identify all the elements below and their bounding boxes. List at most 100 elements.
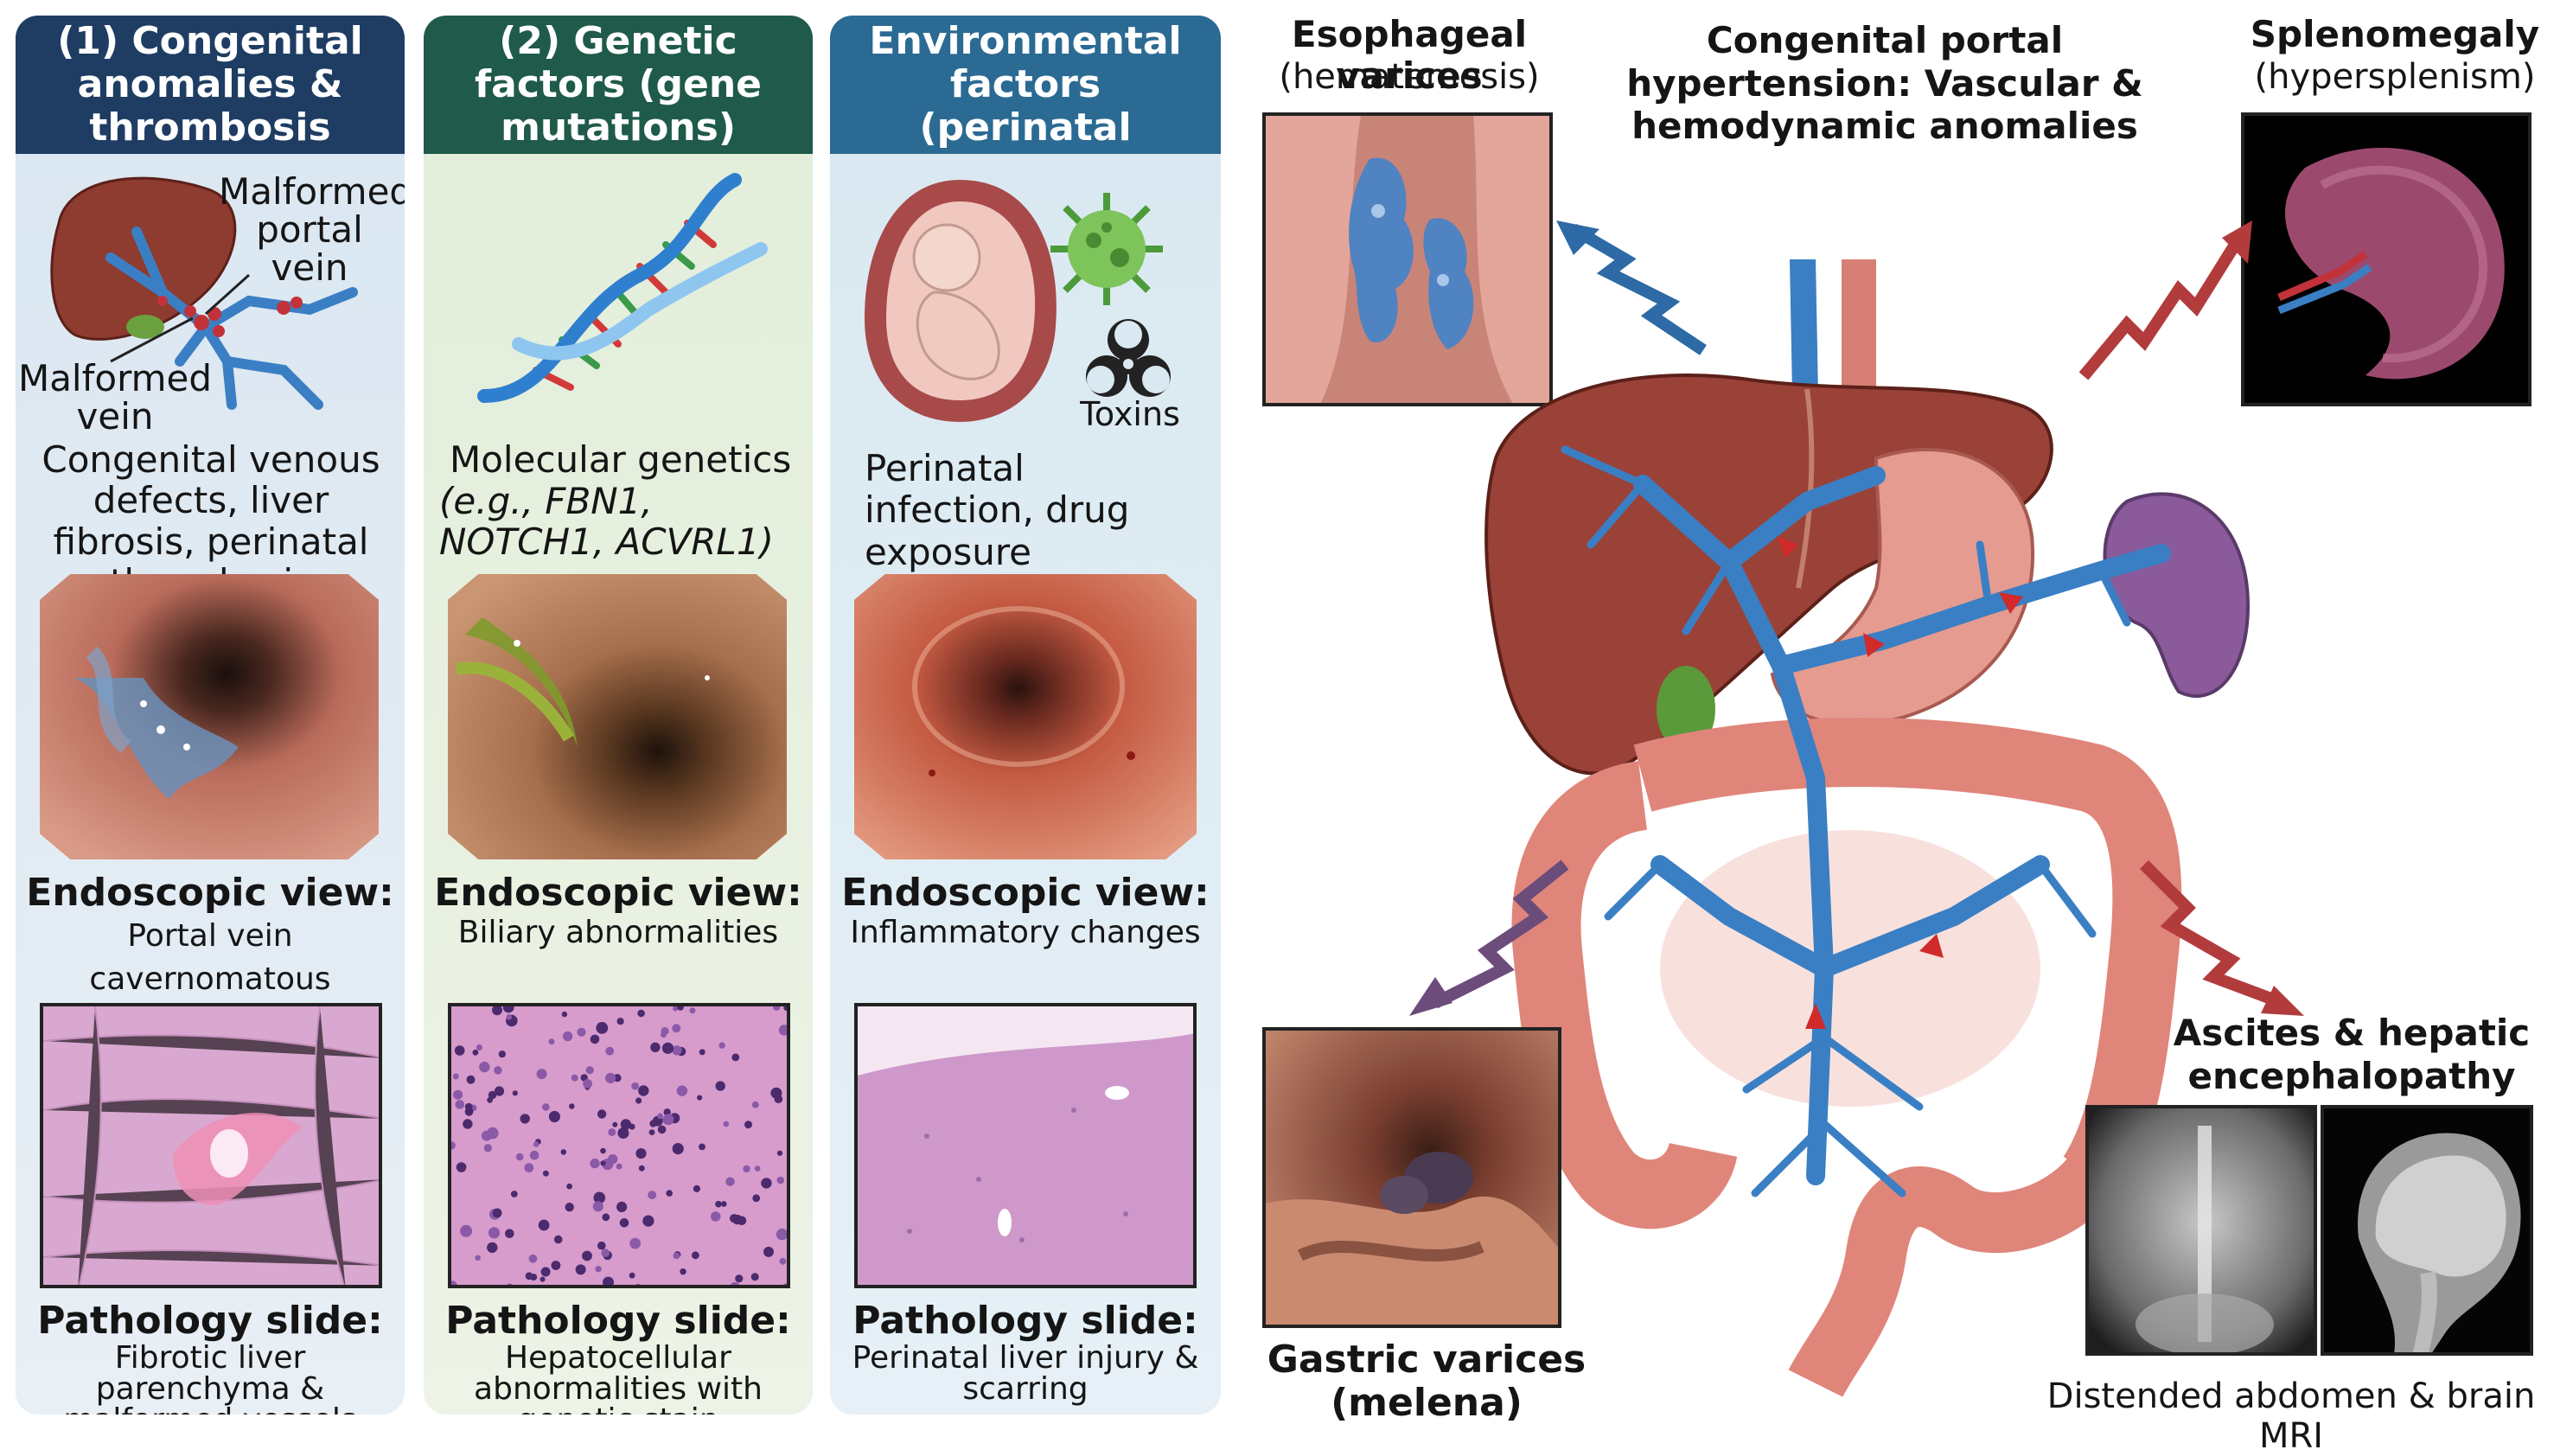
- pathology-nucleus: [638, 1085, 649, 1096]
- endoscopy-image-inflammatory: [854, 574, 1197, 859]
- pathology-nucleus: [751, 1101, 759, 1108]
- pathology-nucleus: [460, 1224, 473, 1237]
- pathology-nucleus: [492, 1208, 502, 1218]
- pathology-nucleus: [715, 1200, 722, 1208]
- pathology-nucleus: [697, 1095, 703, 1101]
- pathology-nucleus: [597, 1241, 606, 1250]
- pathology-nucleus: [488, 1090, 497, 1100]
- central-title: Congenital portal hypertension: Vascular…: [1626, 19, 2143, 148]
- gastric-varices-subtitle: (melena): [1331, 1381, 1523, 1425]
- pathology-nucleus: [569, 1103, 575, 1109]
- pathology-nucleus: [648, 1191, 657, 1200]
- column-3-header: (3) Environmental factors (perinatal exp…: [830, 16, 1221, 193]
- pathology-nucleus: [597, 1109, 607, 1119]
- esophageal-varices-title: Esophageal varices: [1291, 13, 1528, 98]
- arrow-to-esophageal-varices: [1556, 220, 1707, 355]
- pathology-nucleus: [494, 1086, 505, 1096]
- pathology-nucleus: [732, 1214, 743, 1225]
- column-1-pathology-caption: Fibrotic liver parenchyma & malformed ve…: [63, 1340, 356, 1415]
- pathology-nucleus: [565, 1203, 574, 1212]
- pathology-nucleus: [483, 1144, 493, 1153]
- column-1-endoscopy-heading: Endoscopic view:: [26, 871, 394, 915]
- splenomegaly-image: [2241, 112, 2532, 406]
- pathology-nucleus: [577, 1027, 586, 1037]
- endoscopy-image-biliary: [448, 574, 787, 859]
- pathology-nucleus: [772, 1006, 781, 1011]
- arrow-to-splenomegaly: [2078, 220, 2252, 380]
- column-2-endoscopy-caption: Biliary abnormalities: [457, 915, 779, 950]
- pathology-nucleus: [657, 1125, 667, 1134]
- pathology-nucleus: [590, 1158, 600, 1169]
- pathology-nucleus: [735, 1274, 744, 1283]
- pathology-nucleus: [593, 1191, 606, 1204]
- pathology-nucleus: [525, 1272, 533, 1280]
- pathology-nucleus: [677, 1006, 684, 1011]
- pathology-nucleus: [752, 1194, 761, 1203]
- pathology-nucleus: [524, 1163, 534, 1172]
- pathology-nucleus: [463, 1119, 473, 1129]
- pathology-nucleus: [494, 1066, 502, 1075]
- pathology-nucleus: [635, 1097, 642, 1104]
- pathology-nucleus: [452, 1073, 459, 1080]
- pathology-nucleus: [453, 1089, 463, 1100]
- pathology-nucleus: [520, 1114, 530, 1124]
- fetus-womb-illustration: [865, 180, 1057, 422]
- pathology-nucleus: [642, 1215, 654, 1227]
- pathology-nucleus: [710, 1211, 721, 1222]
- biohazard-icon: [1086, 319, 1171, 397]
- pathology-nucleus: [466, 1075, 476, 1084]
- pathology-nucleus: [528, 1254, 538, 1263]
- column-3-endoscopy-caption: Inflammatory changes: [850, 915, 1201, 950]
- pathology-nucleus: [561, 1011, 568, 1018]
- pathology-nucleus: [542, 1170, 549, 1177]
- pathology-nucleus: [692, 1251, 699, 1260]
- pathology-nucleus: [699, 1143, 706, 1151]
- splenomegaly-subtitle: (hypersplenism): [2254, 57, 2536, 97]
- pathology-nucleus: [451, 1141, 456, 1150]
- pathology-nucleus: [779, 1257, 787, 1265]
- pathology-nucleus: [672, 1143, 684, 1155]
- endoscopy-image-cavernoma: [40, 574, 379, 859]
- column-congenital: (1) Congenital anomalies & thrombosis Ma…: [16, 16, 405, 1414]
- ascites-caption: Distended abdomen & brain MRI: [2046, 1376, 2536, 1456]
- pathology-nucleus: [603, 1276, 614, 1285]
- pathology-nucleus: [515, 1153, 524, 1161]
- pathology-nucleus: [592, 1201, 603, 1212]
- column-2-pathology-caption: Hepatocellular abnormalities with geneti…: [474, 1340, 763, 1415]
- pathology-nucleus: [600, 1147, 606, 1154]
- malformed-liver-illustration: [50, 176, 358, 410]
- pathology-nucleus: [600, 1160, 606, 1166]
- pathology-nucleus: [635, 1148, 647, 1159]
- pathology-nucleus: [663, 1108, 671, 1116]
- virus-icon: [1050, 193, 1163, 305]
- gastric-varices-image: [1262, 1027, 1561, 1328]
- portal-system-illustration: [1484, 259, 2251, 1398]
- pathology-nucleus: [571, 1074, 578, 1082]
- pathology-nucleus: [635, 1284, 641, 1285]
- pathology-nucleus: [590, 1034, 600, 1044]
- pathology-nucleus: [502, 1006, 514, 1013]
- pathology-nucleus: [776, 1176, 785, 1185]
- pathology-nucleus: [456, 1162, 467, 1172]
- arrow-to-ascites: [2140, 860, 2304, 1016]
- pathology-nucleus: [582, 1250, 592, 1261]
- pathology-nucleus: [770, 1087, 782, 1099]
- pathology-nucleus: [661, 1042, 674, 1054]
- pathology-nucleus: [715, 1081, 725, 1091]
- pathology-nucleus: [479, 1061, 490, 1073]
- column-genetic: (2) Genetic factors (gene mutations) Mol…: [424, 16, 813, 1414]
- pathology-nucleus: [498, 1050, 506, 1058]
- pathology-nucleus: [488, 1227, 501, 1239]
- pathology-nucleus: [661, 1031, 667, 1038]
- pathology-nucleus: [506, 1014, 513, 1020]
- pathology-nucleus: [629, 1272, 635, 1279]
- pathology-nucleus: [673, 1006, 679, 1012]
- pathology-nucleus: [680, 1268, 686, 1275]
- column-1-header: (1) Congenital anomalies & thrombosis: [16, 16, 405, 154]
- pathology-nucleus: [562, 1031, 573, 1042]
- pathology-nucleus: [673, 1252, 680, 1260]
- pathology-nucleus: [585, 1066, 594, 1075]
- pathology-nucleus: [608, 1154, 618, 1165]
- pathology-nucleus: [454, 1045, 465, 1056]
- pathology-nucleus: [451, 1280, 457, 1285]
